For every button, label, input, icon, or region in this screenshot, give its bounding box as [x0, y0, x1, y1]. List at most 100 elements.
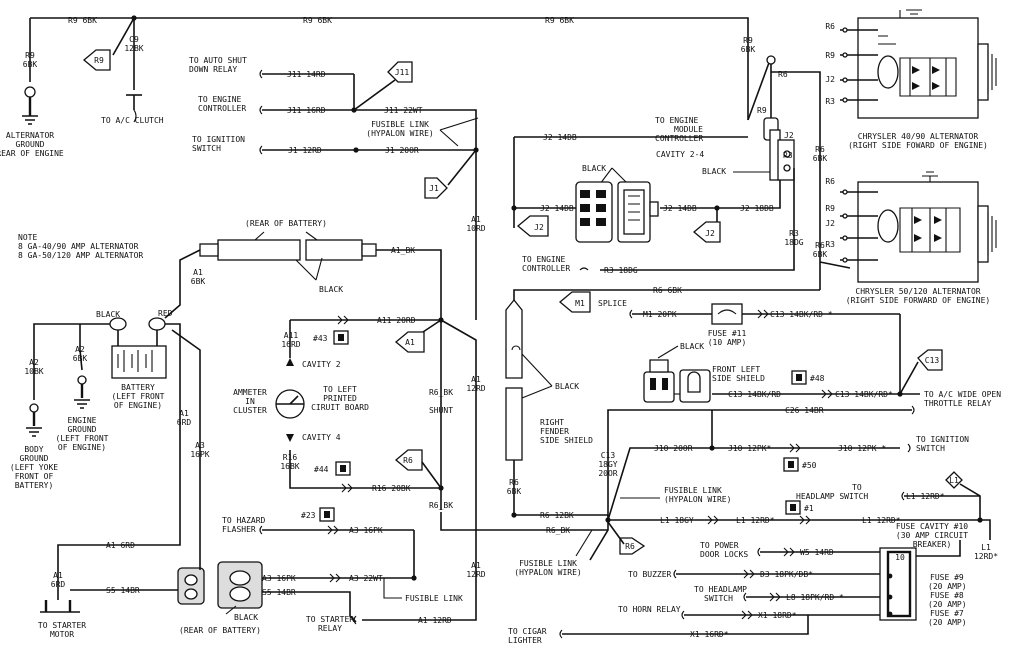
wire-label-a1-6rd-h: A1 6RD — [106, 541, 135, 550]
cavity-24-label: CAVITY 2-4 — [656, 150, 704, 159]
wire-label-j1-20or: J1 20OR — [385, 146, 419, 155]
wire-label-r9-left: R9 6BK — [68, 16, 97, 25]
j2-ref-label-right: J2 — [705, 229, 715, 238]
wire-label-x1-16rd: X1 16RD* — [690, 630, 729, 639]
wire-label-j2-14db-right: J2 14DB — [663, 204, 697, 213]
alt-a-term-r9: R9 — [825, 51, 835, 60]
wire-label-j10-12pk-b: J10 12PK * — [838, 444, 886, 453]
wire-label-d3: D3 18PK/DB* — [760, 570, 813, 579]
wire-label-c26-14br: C26 14BR — [785, 406, 824, 415]
black-connector-label: BLACK — [582, 164, 606, 173]
black-starter-label: BLACK — [234, 613, 258, 622]
j1-ref-tag — [424, 177, 448, 199]
wire-label-j2-18db: J2 18DB — [740, 204, 774, 213]
wire-label-a1-12rd-h: A1 12RD — [418, 616, 452, 625]
j2-ref-tag-left — [516, 215, 549, 237]
wire-label-a3-22wt: A3 22WT — [349, 574, 383, 583]
wire-label-r6-bk-h: R6_BK — [546, 526, 570, 535]
rear-battery-top-label: (REAR OF BATTERY) — [245, 219, 327, 228]
ac-clutch-label: TO A/C CLUTCH — [101, 116, 164, 125]
wire-label-c13-top: C13 14BK/RD * — [770, 310, 833, 319]
wire-label-x1-18rd: X1 18RD* — [758, 611, 797, 620]
alt-b-term-r9: R9 — [825, 204, 835, 213]
wire-label-c13-right: C13 14BK/RD* — [835, 390, 893, 399]
horn-relay-label: TO HORN RELAY — [618, 605, 681, 614]
fuse-11-icon — [711, 303, 743, 325]
wire-label-j11-14rd: J11 14RD — [287, 70, 326, 79]
j1-ref-label: J1 — [429, 184, 439, 193]
r6-label: R6 — [778, 70, 788, 79]
chrysler-50120-label: CHRYSLER 50/120 ALTERNATOR(RIGHT SIDE FO… — [846, 287, 991, 305]
rear-battery-bottom-label: (REAR OF BATTERY) — [179, 626, 261, 635]
j11-ref-tag — [387, 61, 413, 83]
fusible-link-mid-label: FUSIBLE LINK(HYPALON WIRE) — [664, 486, 731, 504]
alt-b-term-r6: R6 — [825, 177, 835, 186]
wire-label-a11-20rd: A11 20RD — [377, 316, 416, 325]
j2-circuits: J2 14DB J2 14DB J2 14DB J2 18DB J2 J2 TO… — [511, 116, 781, 243]
alt-a-term-r6: R6 — [825, 22, 835, 31]
wire-label-r3-18dg-h: R3 18DG — [604, 266, 638, 275]
r9-ref-tag — [82, 49, 111, 71]
c13-ref-tag — [917, 349, 943, 371]
black-front-left-label: BLACK — [680, 342, 704, 351]
wire-label-j2-14db-top: J2 14DB — [543, 133, 577, 142]
wire-label-r6-bk-low: R6_BK — [429, 501, 453, 510]
wire-label-j2-14db-left: J2 14DB — [540, 204, 574, 213]
alternator-50-120: R6 R9 J2 R3 CHRYSLER 50/120 ALTERNATOR(R… — [825, 171, 997, 305]
fuse-8-label: FUSE #8(20 AMP) — [928, 591, 967, 609]
fuse-block-number: 10 — [895, 553, 905, 562]
wire-label-a3-16pk-top: A3 16PK — [349, 526, 383, 535]
wire-label-j10-20or: J10 20OR — [654, 444, 693, 453]
engine-module-connector — [575, 181, 659, 243]
fuse-block: 10 FUSE #9(20 AMP) FUSE #8(20 AMP) FUSE … — [879, 540, 967, 627]
connector-43-label: #43 — [313, 334, 328, 343]
j10-l1-circuits: J10 20OR J10 12PK* J10 12PK * TO IGNITIO… — [607, 410, 998, 561]
m1-ref-tag — [558, 291, 591, 313]
connector-48-label: #48 — [810, 374, 825, 383]
wire-label-l8: L8 18PK/RD * — [786, 593, 844, 602]
wire-label-c13-mid: C13 14BK/RD — [728, 390, 781, 399]
wire-label-r16-20bk: R16 20BK — [372, 484, 411, 493]
buzzer-label: TO BUZZER — [628, 570, 672, 579]
r9-ref-label: R9 — [94, 56, 104, 65]
cavity-2-label: CAVITY 2 — [302, 360, 341, 369]
connector-23-label: #23 — [301, 511, 316, 520]
wire-label-s5-14br-left: S5 14BR — [106, 586, 140, 595]
fuse-11-label: FUSE #11(10 AMP) — [708, 329, 747, 347]
